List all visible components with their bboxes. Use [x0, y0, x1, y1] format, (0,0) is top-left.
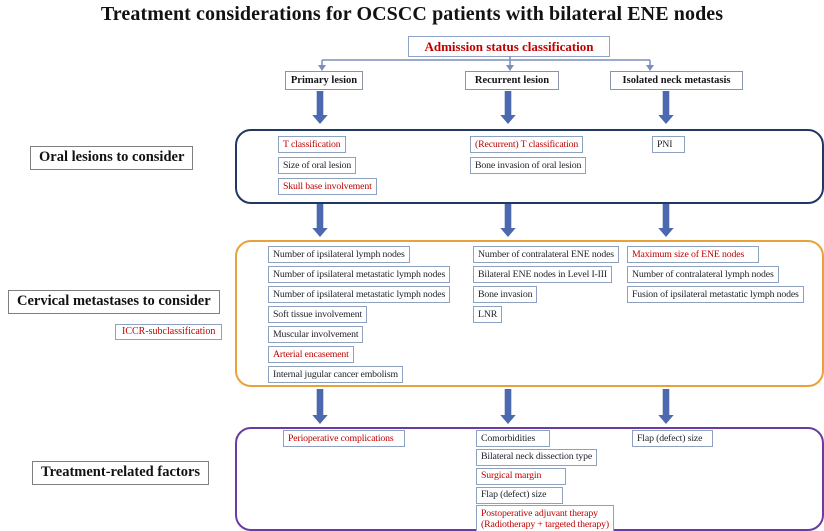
down-arrow-icon	[500, 389, 516, 424]
factor-box: LNR	[473, 306, 503, 324]
page-title: Treatment considerations for OCSCC patie…	[100, 3, 724, 25]
treatment-column-primary: Perioperative complications	[283, 430, 405, 448]
factor-box: Number of contralateral lymph nodes	[627, 266, 779, 284]
factor-box: Flap (defect) size	[476, 486, 564, 504]
factor-box: Surgical margin	[476, 467, 567, 485]
oral-column-primary: T classification Size of oral lesion Sku…	[278, 136, 377, 196]
down-arrow-icon	[658, 389, 674, 424]
down-arrow-icon	[312, 204, 328, 237]
down-arrow-icon	[500, 204, 516, 237]
factor-box: Internal jugular cancer embolism	[268, 366, 403, 384]
connector-line	[321, 56, 651, 66]
factor-box: Soft tissue involvement	[268, 306, 368, 324]
down-arrow-icon	[500, 91, 516, 124]
factor-box: Number of ipsilateral lymph nodes	[268, 246, 410, 264]
section-label-treatment-factors: Treatment-related factors	[32, 461, 210, 485]
factor-box: Number of ipsilateral metastatic lymph n…	[268, 286, 451, 304]
cervical-column-isolated: Maximum size of ENE nodes Number of cont…	[627, 246, 804, 304]
factor-box: Bilateral ENE nodes in Level I-III	[473, 266, 613, 284]
treatment-column-recurrent: Comorbidities Bilateral neck dissection …	[476, 430, 614, 531]
factor-box: Number of contralateral ENE nodes	[473, 246, 619, 264]
branch-primary-lesion: Primary lesion	[285, 71, 363, 90]
factor-box: Bone invasion	[473, 286, 538, 304]
section-label-oral-lesions: Oral lesions to consider	[30, 146, 194, 170]
treatment-column-isolated: Flap (defect) size	[632, 430, 714, 448]
cervical-column-primary: Number of ipsilateral lymph nodes Number…	[268, 246, 451, 384]
section-cervical-metastases	[235, 240, 824, 387]
factor-box: Skull base involvement	[278, 178, 377, 196]
factor-box: Postoperative adjuvant therapy (Radiothe…	[476, 505, 614, 531]
factor-box: Bone invasion of oral lesion	[470, 157, 587, 175]
factor-box: Fusion of ipsilateral metastatic lymph n…	[627, 286, 804, 304]
cervical-column-recurrent: Number of contralateral ENE nodes Bilate…	[473, 246, 619, 324]
factor-line: (Radiotherapy + targeted therapy)	[481, 519, 609, 531]
branch-isolated-neck-metastasis: Isolated neck metastasis	[610, 71, 743, 90]
factor-box: Size of oral lesion	[278, 157, 357, 175]
section-label-cervical-metastases: Cervical metastases to consider	[8, 290, 220, 314]
factor-line: Postoperative adjuvant therapy	[481, 507, 598, 519]
factor-box: Maximum size of ENE nodes	[627, 246, 760, 264]
down-arrow-icon	[658, 91, 674, 124]
section-oral-lesions	[235, 129, 824, 204]
factor-box: Comorbidities	[476, 430, 551, 448]
factor-box: Arterial encasement	[268, 346, 354, 364]
factor-box: (Recurrent) T classification	[470, 136, 584, 154]
iccr-subclassification-box: ICCR-subclassification	[115, 324, 223, 340]
down-arrow-icon	[312, 389, 328, 424]
down-arrow-icon	[312, 91, 328, 124]
factor-box: T classification	[278, 136, 346, 154]
branch-recurrent-lesion: Recurrent lesion	[465, 71, 559, 90]
down-arrow-icon	[658, 204, 674, 237]
oral-column-isolated: PNI	[652, 136, 686, 154]
factor-box: Flap (defect) size	[632, 430, 714, 448]
admission-status-box: Admission status classification	[408, 36, 610, 57]
factor-box: Number of ipsilateral metastatic lymph n…	[268, 266, 451, 284]
factor-box: PNI	[652, 136, 686, 154]
factor-box: Muscular involvement	[268, 326, 364, 344]
factor-box: Perioperative complications	[283, 430, 405, 448]
oral-column-recurrent: (Recurrent) T classification Bone invasi…	[470, 136, 587, 175]
factor-box: Bilateral neck dissection type	[476, 448, 598, 466]
